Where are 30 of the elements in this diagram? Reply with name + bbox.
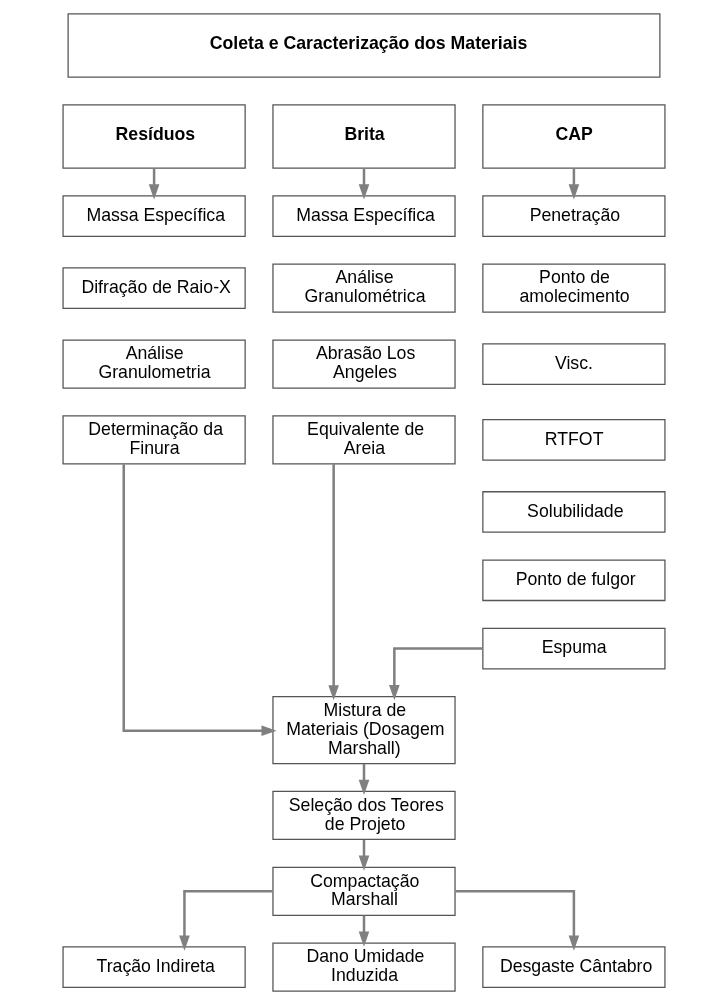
node-box: Equivalente de Areia — [272, 415, 456, 465]
node-box: Tração Indireta — [62, 946, 246, 989]
node-box: Ponto de fulgor — [482, 559, 666, 602]
node-box: Dano Umidade Induzida — [272, 942, 456, 992]
node-box: Compactação Marshall — [272, 866, 456, 916]
node-box: Visc. — [482, 343, 666, 385]
node-box: Massa Específica — [62, 195, 246, 237]
node-box: Penetração — [482, 195, 666, 237]
node-box: CAP — [482, 104, 666, 169]
node-box: Análise Granulometria — [62, 339, 246, 389]
node-box: Mistura de Materiais (Dosagem Marshall) — [272, 695, 456, 765]
node-box: Massa Específica — [272, 195, 456, 237]
node-box: Ponto de amolecimento — [482, 263, 666, 313]
arrow — [328, 464, 339, 701]
node-box: Espuma — [482, 627, 666, 670]
node-box: Brita — [272, 104, 456, 169]
node-box: Abrasão Los Angeles — [272, 339, 456, 389]
node-box: Solubilidade — [482, 491, 666, 533]
node-box: RTFOT — [482, 419, 666, 461]
node-box: Desgaste Cântabro — [482, 946, 666, 989]
node-box: Resíduos — [62, 104, 246, 169]
node-box: Coleta e Caracterização dos Materiais — [67, 13, 661, 78]
arrow — [389, 647, 483, 701]
node-box: Difração de Raio-X — [62, 267, 246, 310]
node-box: Análise Granulométrica — [272, 263, 456, 313]
arrow — [122, 464, 277, 737]
arrow — [455, 890, 580, 951]
node-box: Determinação da Finura — [62, 415, 246, 465]
arrow — [179, 890, 273, 951]
node-box: Seleção dos Teores de Projeto — [272, 790, 456, 841]
